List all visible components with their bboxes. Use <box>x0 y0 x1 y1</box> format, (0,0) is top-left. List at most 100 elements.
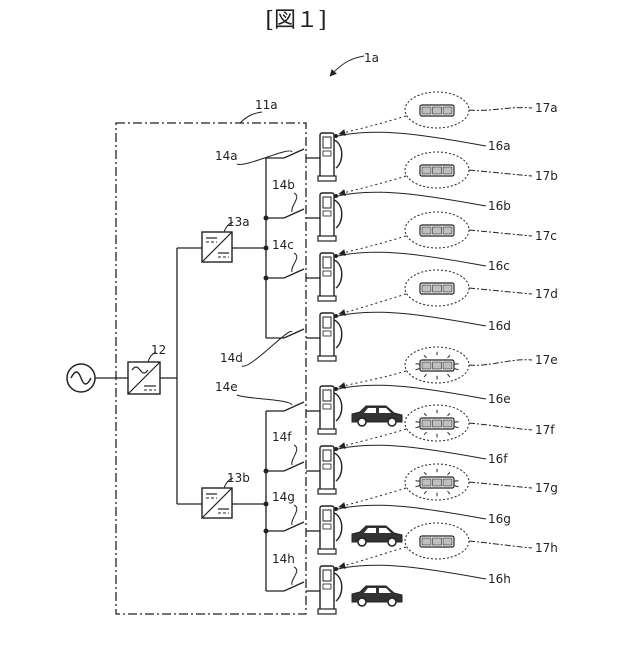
charger-station-icon <box>318 133 342 181</box>
data-link-arrow <box>339 116 406 134</box>
charger-label: 16f <box>488 452 508 466</box>
charger-station-icon <box>318 193 342 241</box>
glow-ray <box>424 472 426 474</box>
battery-icon <box>416 352 459 380</box>
charger-label: 16h <box>488 572 511 586</box>
acdc-converter <box>128 362 160 394</box>
dcdc-b-label: 13b <box>227 471 250 485</box>
switch-label: 14c <box>272 238 294 252</box>
switch-blade <box>284 522 304 531</box>
battery-leader <box>469 482 532 488</box>
charger-station-icon <box>318 313 342 361</box>
enclosure-leader <box>240 112 262 123</box>
glow-ray <box>455 486 459 487</box>
battery-label: 17h <box>535 541 558 555</box>
charger-row-1 <box>237 92 532 181</box>
charger-leader <box>338 192 486 206</box>
battery-icon <box>416 469 459 497</box>
switch-label: 14e <box>215 380 238 394</box>
data-link-arrow <box>339 176 406 194</box>
converter-label: 12 <box>151 343 166 357</box>
junction-dot <box>264 502 269 507</box>
car-icon <box>352 406 402 426</box>
switch-blade <box>284 402 304 411</box>
charger-leader <box>338 385 486 399</box>
battery-label: 17d <box>535 287 558 301</box>
glow-ray <box>448 432 450 435</box>
glow-ray <box>448 413 450 415</box>
data-link-arrow <box>339 429 406 447</box>
battery-label: 17e <box>535 353 558 367</box>
switch-blade <box>284 149 304 158</box>
battery-leader <box>469 360 532 366</box>
glow-ray <box>424 413 426 415</box>
battery-leader <box>469 288 532 294</box>
switch-label: 14b <box>272 178 295 192</box>
data-link-arrow <box>339 236 406 254</box>
battery-label: 17g <box>535 481 558 495</box>
charger-rows: 14a16a17a14b16b17b14c16c17c14d16d17d14e1… <box>215 92 558 614</box>
switch-leader <box>292 505 297 525</box>
battery-leader <box>469 423 532 430</box>
data-link-arrow <box>339 371 406 387</box>
battery-label: 17c <box>535 229 557 243</box>
battery-icon <box>420 536 454 547</box>
battery-leader <box>469 170 532 176</box>
charger-label: 16a <box>488 139 511 153</box>
glow-ray <box>448 355 450 357</box>
switch-leader <box>242 331 292 366</box>
car-icon <box>352 586 402 606</box>
data-link-arrow <box>339 294 406 314</box>
switch-label: 14f <box>272 430 292 444</box>
switch-leader <box>292 253 297 272</box>
charger-station-icon <box>318 253 342 301</box>
glow-ray <box>416 369 420 370</box>
battery-leader <box>469 108 532 111</box>
system-ref-arrow <box>330 56 364 76</box>
glow-ray <box>455 427 459 428</box>
battery-icon <box>420 283 454 294</box>
enclosure-label: 11a <box>255 98 278 112</box>
switch-leader <box>292 193 297 212</box>
glow-ray <box>424 355 426 357</box>
battery-leader <box>469 541 532 548</box>
charger-leader <box>338 312 486 326</box>
charger-station-icon <box>318 566 342 614</box>
glow-ray <box>424 491 426 494</box>
glow-ray <box>416 427 420 428</box>
switch-label: 14d <box>220 351 243 365</box>
charger-label: 16e <box>488 392 511 406</box>
charger-label: 16b <box>488 199 511 213</box>
switch-blade <box>284 462 304 471</box>
battery-label: 17f <box>535 423 555 437</box>
charger-leader <box>338 445 486 459</box>
glow-ray <box>424 432 426 435</box>
battery-label: 17a <box>535 101 558 115</box>
glow-ray <box>448 374 450 377</box>
glow-ray <box>448 472 450 474</box>
charger-leader <box>338 132 486 146</box>
glow-ray <box>455 369 459 370</box>
charger-label: 16c <box>488 259 510 273</box>
charger-station-icon <box>318 386 342 434</box>
system-ref-label: 1a <box>364 51 379 65</box>
charger-label: 16d <box>488 319 511 333</box>
battery-icon <box>420 165 454 176</box>
car-icon <box>352 526 402 546</box>
dcdc-a-label: 13a <box>227 215 250 229</box>
battery-icon <box>420 225 454 236</box>
battery-icon <box>416 410 459 438</box>
battery-label: 17b <box>535 169 558 183</box>
charger-station-icon <box>318 446 342 494</box>
switch-blade <box>284 209 304 218</box>
switch-leader <box>292 567 297 585</box>
charger-label: 16g <box>488 512 511 526</box>
glow-ray <box>416 486 420 487</box>
switch-leader <box>292 445 297 465</box>
data-link-arrow <box>339 547 406 567</box>
charger-station-icon <box>318 506 342 554</box>
switch-label: 14h <box>272 552 295 566</box>
junction-dot <box>264 246 269 251</box>
